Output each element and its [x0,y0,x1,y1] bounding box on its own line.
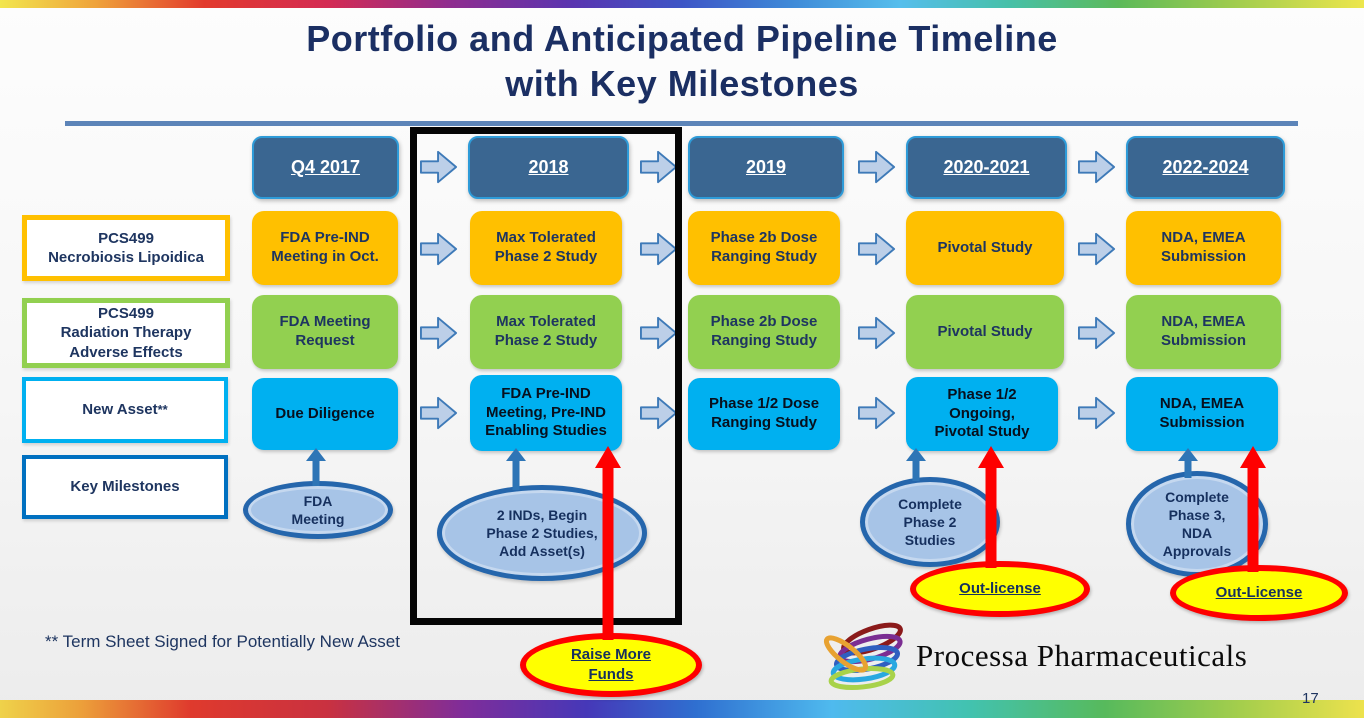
cell-necrobiosis-2019: Phase 2b Dose Ranging Study [688,211,840,285]
legend-radiation: PCS499 Radiation Therapy Adverse Effects [22,298,230,368]
right-arrow-icon [420,314,458,352]
right-arrow-icon [858,230,896,268]
up-arrow-icon [906,448,926,486]
legend-key-milestones: Key Milestones [22,455,228,519]
timeline-header-2019: 2019 [688,136,844,199]
right-arrow-icon [420,230,458,268]
bottom-rainbow-bar [0,700,1364,718]
cell-necrobiosis-2018: Max Tolerated Phase 2 Study [470,211,622,285]
cell-new-asset-2022-2024: NDA, EMEA Submission [1126,377,1278,451]
page-title-line2: with Key Milestones [505,63,859,104]
timeline-header-2022-2024: 2022-2024 [1126,136,1285,199]
right-arrow-icon [858,148,896,186]
milestone-complete-phase-2: Complete Phase 2 Studies [860,477,1000,567]
legend-necrobiosis: PCS499 Necrobiosis Lipoidica [22,215,230,281]
cell-radiation-q4-2017: FDA Meeting Request [252,295,398,369]
milestone-fda-meeting: FDA Meeting [243,481,393,539]
callout-out-license-2020: Out-license [910,561,1090,617]
milestone-complete-phase-3: Complete Phase 3, NDA Approvals [1126,471,1268,577]
page-number: 17 [1302,690,1319,707]
callout-out-license-2022: Out-License [1170,565,1348,621]
right-arrow-icon [1078,148,1116,186]
legend-new-asset-label: New Asset [82,401,158,419]
red-up-arrow-icon [595,446,621,645]
cell-necrobiosis-2020-2021: Pivotal Study [906,211,1064,285]
cell-radiation-2022-2024: NDA, EMEA Submission [1126,295,1281,369]
legend-new-asset: New Asset** [22,377,228,443]
right-arrow-icon [420,148,458,186]
right-arrow-icon [858,314,896,352]
cell-radiation-2019: Phase 2b Dose Ranging Study [688,295,840,369]
cell-radiation-2020-2021: Pivotal Study [906,295,1064,369]
footnote-marker: ** [157,401,168,417]
cell-necrobiosis-2022-2024: NDA, EMEA Submission [1126,211,1281,285]
cell-new-asset-2020-2021: Phase 1/2 Ongoing, Pivotal Study [906,377,1058,451]
footnote: ** Term Sheet Signed for Potentially New… [45,632,400,651]
cell-radiation-2018: Max Tolerated Phase 2 Study [470,295,622,369]
right-arrow-icon [1078,230,1116,268]
highlight-2018-frame [410,127,682,625]
red-up-arrow-icon [1240,446,1266,577]
timeline-header-q4-2017: Q4 2017 [252,136,399,199]
processa-logo-icon [820,622,910,692]
cell-new-asset-q4-2017: Due Diligence [252,378,398,450]
right-arrow-icon [640,148,678,186]
page-title-line1: Portfolio and Anticipated Pipeline Timel… [306,18,1058,59]
title-divider [65,121,1298,126]
up-arrow-icon [1178,448,1198,483]
right-arrow-icon [858,394,896,432]
timeline-header-2020-2021: 2020-2021 [906,136,1067,199]
up-arrow-icon [506,448,526,495]
cell-new-asset-2019: Phase 1/2 Dose Ranging Study [688,378,840,450]
right-arrow-icon [420,394,458,432]
red-up-arrow-icon [978,446,1004,573]
up-arrow-icon [306,448,326,491]
brand-name: Processa Pharmaceuticals [916,638,1248,673]
right-arrow-icon [640,394,678,432]
right-arrow-icon [640,230,678,268]
timeline-header-2018: 2018 [468,136,629,199]
cell-new-asset-2018: FDA Pre-IND Meeting, Pre-IND Enabling St… [470,375,622,451]
cell-necrobiosis-q4-2017: FDA Pre-IND Meeting in Oct. [252,211,398,285]
right-arrow-icon [640,314,678,352]
right-arrow-icon [1078,394,1116,432]
page-title: Portfolio and Anticipated Pipeline Timel… [0,16,1364,106]
right-arrow-icon [1078,314,1116,352]
top-rainbow-bar [0,0,1364,8]
